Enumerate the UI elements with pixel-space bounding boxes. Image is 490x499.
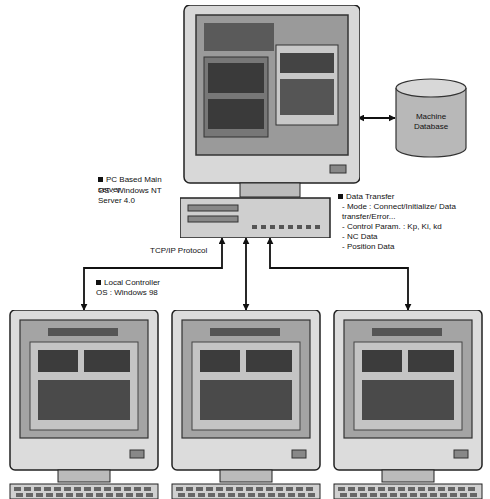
local-controller (332, 310, 484, 499)
node-text: Local Controller (104, 278, 160, 287)
label-text: - Mode : Connect/Initialize/ Data transf… (342, 202, 456, 221)
label-text: - Position Data (342, 242, 394, 251)
data-link-arrow (270, 238, 408, 310)
local-controller: Local ControllerOS : Windows 98 (8, 310, 160, 499)
bullet-square (338, 194, 343, 199)
label-text: TCP/IP Protocol (150, 246, 207, 255)
annotation: TCP/IP Protocol (150, 246, 220, 256)
node-text: OS : Windows NT Server 4.0 (98, 186, 161, 205)
server-illustration (180, 5, 360, 238)
annotation: - Control Param. : Kp, Ki, kd (342, 222, 486, 232)
annotation: - NC Data (342, 232, 486, 242)
data-link-arrow (84, 238, 222, 310)
node-label: OS : Windows NT Server 4.0 (98, 186, 178, 206)
annotation: - Mode : Connect/Initialize/ Data transf… (342, 202, 486, 222)
data-link-arrow (358, 117, 395, 119)
annotation: - Position Data (342, 242, 486, 252)
local-controller (170, 310, 322, 499)
label-text: Data Transfer (346, 192, 394, 201)
data-link-arrow (245, 238, 247, 310)
node-text: Machine Database (414, 112, 448, 131)
label-text: - NC Data (342, 232, 378, 241)
annotation: Data Transfer (338, 192, 486, 202)
node-label: Machine Database (401, 112, 461, 132)
database-cylinder: Machine Database (395, 78, 467, 158)
client-illustration (170, 310, 322, 499)
client-illustration (332, 310, 484, 499)
node-label: OS : Windows 98 (96, 288, 186, 298)
main-server: PC Based Main serverOS : Windows NT Serv… (180, 5, 360, 238)
label-text: - Control Param. : Kp, Ki, kd (342, 222, 442, 231)
bullet-square (98, 177, 103, 182)
node-label: Local Controller (96, 278, 186, 288)
node-text: OS : Windows 98 (96, 288, 158, 297)
client-illustration (8, 310, 160, 499)
bullet-square (96, 280, 101, 285)
